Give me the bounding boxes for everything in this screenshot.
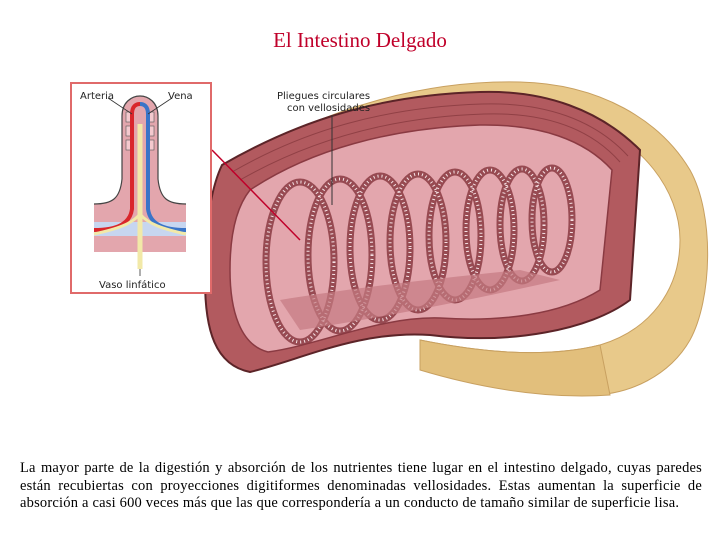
artery-label: Arteria <box>80 91 114 102</box>
lymphatic-label: Vaso linfático <box>99 280 166 291</box>
villus-inset <box>70 82 212 294</box>
folds-label-line2: con vellosidades <box>287 103 370 114</box>
folds-label-line1: Pliegues circulares <box>277 91 370 102</box>
outer-tissue-lower <box>420 340 610 396</box>
villus-diagram <box>72 84 210 292</box>
caption-paragraph: La mayor parte de la digestión y absorci… <box>20 460 702 513</box>
vein-label: Vena <box>168 91 193 102</box>
